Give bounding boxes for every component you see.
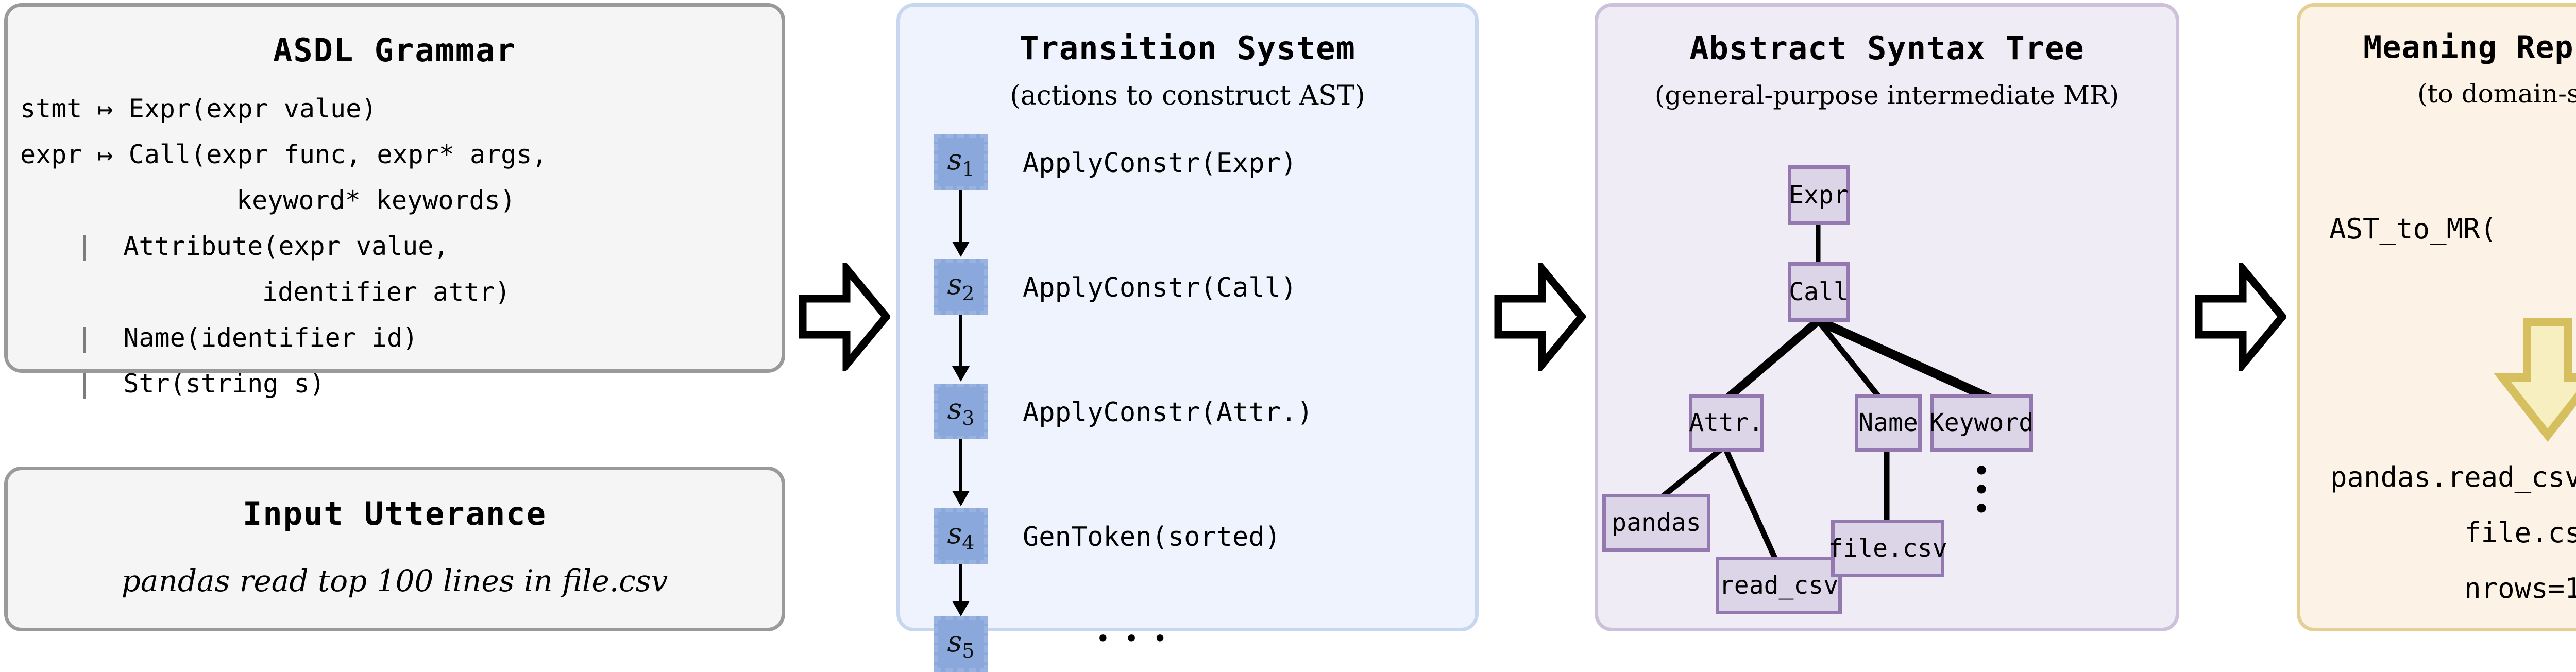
flow-arrow-3 [2194,258,2287,375]
ast-node-pandas[interactable]: pandas [1602,494,1710,552]
input-utterance-panel: Input Utterance pandas read top 100 line… [4,467,785,631]
grammar-rule-line: Attribute(expr value, [123,231,449,261]
asdl-grammar-panel: ASDL Grammar stmt ↦ Expr(expr value) exp… [4,3,785,397]
state-label-s3: s3 [947,392,975,430]
utterance-text: pandas read top 100 lines in file.csv [121,563,668,598]
mr-code-line-3: nrows=100) [2464,572,2576,605]
grammar-alt-bar: | [77,323,124,353]
mr-code-line-1: pandas.read_csv( [2330,461,2576,493]
state-connector-1 [959,190,962,246]
meaning-representation-panel: Meaning Representation (to domain-specif… [2297,3,2576,631]
grammar-alt-bar: | [77,231,124,261]
state-connector-3 [959,439,962,495]
state-connector-4 [959,564,962,605]
ast-node-attr[interactable]: Attr. [1689,394,1764,452]
state-connector-2 [959,315,962,370]
grammar-rule-line: expr ↦ Call(expr func, expr* args, [20,140,548,169]
flow-arrow-1 [798,258,891,375]
grammar-title: ASDL Grammar [273,31,516,69]
ast-subtitle: (general-purpose intermediate MR) [1654,80,2120,110]
state-label-s4: s4 [947,516,975,555]
grammar-rule-line: identifier attr) [262,277,511,307]
ast-title: Abstract Syntax Tree [1689,29,2084,67]
state-label-s2: s2 [947,267,975,305]
ast-to-mr-call-label: AST_to_MR( [2329,213,2497,245]
grammar-rules: stmt ↦ Expr(expr value) expr ↦ Call(expr… [20,96,782,397]
ast-vertical-ellipsis: ••• [1972,453,1991,528]
mr-title: Meaning Representation [2363,29,2576,65]
state-label-s1: s1 [947,143,975,181]
flow-arrow-2-icon [1494,258,1587,375]
grammar-rule-line: stmt ↦ Expr(expr value) [20,94,377,124]
action-label-s1: ApplyConstr(Expr) [1023,148,1297,179]
flow-arrow-1-icon [799,258,891,375]
state-node-s5[interactable]: s5 [934,616,988,672]
ast-node-keyword[interactable]: Keyword [1929,394,2033,452]
mr-code-line-2: file.csv, [2464,516,2576,549]
ast-edges [1658,223,1992,562]
abstract-syntax-tree-panel: Abstract Syntax Tree (general-purpose in… [1595,3,2179,631]
state-label-s5: s5 [947,625,975,663]
action-label-s3: ApplyConstr(Attr.) [1023,397,1313,428]
state-connector-arrowhead-4 [952,601,970,616]
ast-node-expr[interactable]: Expr [1788,165,1850,225]
transition-system-panel: Transition System (actions to construct … [896,3,1479,672]
ast-node-file-csv[interactable]: file.csv [1828,520,1947,577]
ast-node-call[interactable]: Call [1788,262,1850,322]
state-node-s2[interactable]: s2 [934,259,988,315]
state-node-s4[interactable]: s4 [934,508,988,564]
ast-node-read-csv[interactable]: read_csv [1716,557,1842,614]
grammar-rule-line: Str(string s) [123,369,325,399]
state-node-s1[interactable]: s1 [934,134,988,190]
utterance-title: Input Utterance [243,495,547,532]
state-connector-arrowhead-3 [952,491,970,506]
action-label-s4: GenToken(sorted) [1023,522,1281,553]
flow-arrow-2 [1493,258,1587,375]
transform-down-arrow-icon [2494,318,2576,442]
flow-arrow-3-icon [2195,258,2287,375]
ast-node-name[interactable]: Name [1855,394,1922,452]
state-connector-arrowhead-2 [952,366,970,382]
transition-title: Transition System [1020,29,1355,67]
grammar-rule-line: keyword* keywords) [236,185,516,215]
action-label-s2: ApplyConstr(Call) [1023,272,1297,303]
state-connector-arrowhead-1 [952,242,970,257]
grammar-alt-bar: | [77,369,124,399]
transition-subtitle: (actions to construct AST) [1010,80,1365,111]
mr-subtitle: (to domain-specific MR) [2417,79,2576,109]
transition-ellipsis: • • • [1096,625,1167,652]
grammar-rule-line: Name(identifier id) [123,323,418,353]
state-node-s3[interactable]: s3 [934,384,988,439]
